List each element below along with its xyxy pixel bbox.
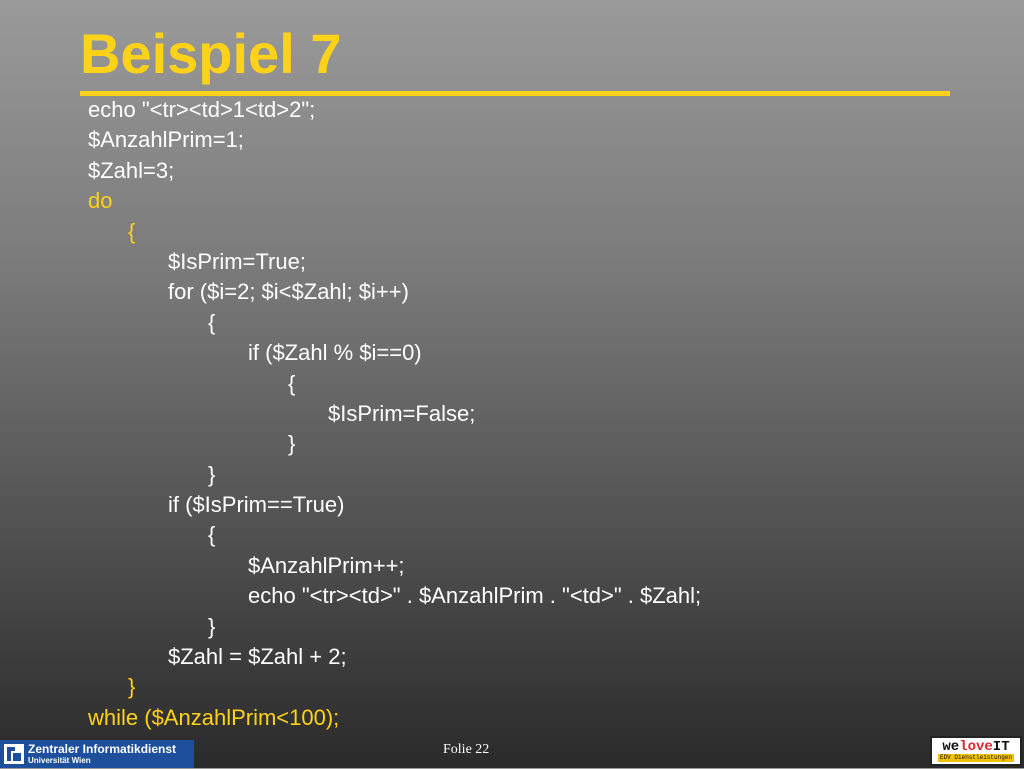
weloveit-we: we	[942, 739, 960, 755]
code-block: echo "<tr><td>1<td>2"; $AnzahlPrim=1; $Zah…	[88, 95, 988, 733]
code-line: }	[288, 431, 296, 457]
code-line: while ($AnzahlPrim<100);	[88, 704, 340, 730]
code-line: $Zahl=3;	[88, 157, 175, 183]
code-line: }	[128, 674, 136, 700]
code-line: echo "<tr><td>1<td>2";	[88, 97, 316, 122]
zid-name: Zentraler Informatikdienst	[28, 742, 177, 756]
zid-logo: Zentraler Informatikdienst Universität W…	[0, 740, 194, 768]
code-line: $Zahl = $Zahl + 2;	[168, 644, 347, 670]
slide-title: Beispiel 7	[80, 22, 342, 85]
zid-logo-icon	[4, 744, 24, 764]
code-line: $IsPrim=True;	[168, 248, 306, 274]
code-line: $AnzahlPrim++;	[248, 552, 405, 578]
title-underline	[80, 91, 950, 96]
code-line: $IsPrim=False;	[328, 400, 476, 426]
weloveit-love: love	[959, 739, 993, 755]
code-line: }	[208, 613, 216, 639]
code-line: {	[208, 522, 216, 548]
code-line: {	[128, 218, 136, 244]
weloveit-it: IT	[992, 739, 1010, 755]
code-line: {	[288, 370, 296, 396]
code-line: {	[208, 309, 216, 335]
code-line: do	[88, 188, 113, 214]
code-line: $AnzahlPrim=1;	[88, 127, 244, 153]
weloveit-logo: weloveIT EDV Dienstleistungen	[930, 736, 1022, 766]
code-line: echo "<tr><td>" . $AnzahlPrim . "<td>" .…	[248, 583, 702, 609]
zid-subtitle: Universität Wien	[28, 756, 91, 765]
weloveit-subtitle: EDV Dienstleistungen	[937, 754, 1014, 762]
slide-number: Folie 22	[443, 742, 490, 757]
code-line: if ($Zahl % $i==0)	[248, 340, 422, 366]
code-line: for ($i=2; $i<$Zahl; $i++)	[168, 279, 409, 305]
code-line: if ($IsPrim==True)	[168, 492, 345, 518]
code-line: }	[208, 461, 216, 487]
